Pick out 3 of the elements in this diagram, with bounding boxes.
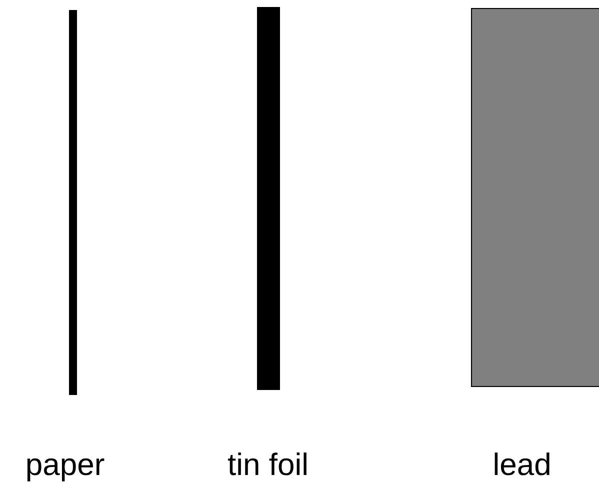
material-label: tin foil: [228, 447, 308, 483]
material-label: paper: [25, 447, 105, 483]
material-label: lead: [492, 447, 552, 483]
